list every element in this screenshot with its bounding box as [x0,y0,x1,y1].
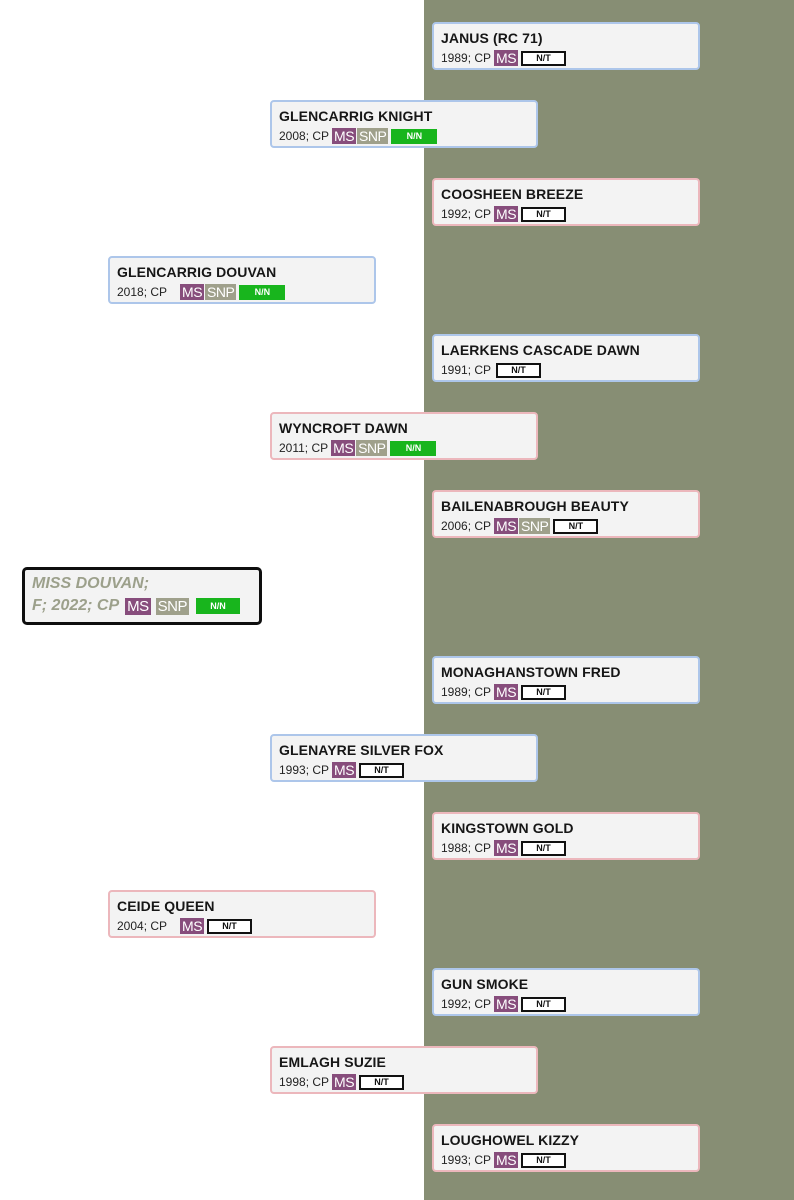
ms-badge: MS [494,996,519,1012]
test-result-tag: N/T [207,918,253,934]
horse-name: KINGSTOWN GOLD [441,820,574,836]
pedigree-card-bailenabrough-beauty[interactable]: BAILENABROUGH BEAUTY 2006; CP MS SNP N/T [432,490,700,538]
snp-badge: SNP [205,284,237,300]
test-result-tag: N/N [195,598,240,614]
ms-badge: MS [332,128,357,144]
test-result-tag: N/T [521,996,567,1012]
horse-year-breed: 1992; CP [441,997,492,1011]
horse-name: JANUS (RC 71) [441,30,543,46]
horse-year-breed: 1991; CP [441,363,492,377]
pedigree-card-gun-smoke[interactable]: GUN SMOKE 1992; CP MS N/T [432,968,700,1016]
snp-badge: SNP [356,440,388,456]
subject-details: F; 2022; CP [32,597,120,614]
test-result-tag: N/T [553,518,599,534]
test-result-tag: N/T [359,762,405,778]
horse-name: GLENAYRE SILVER FOX [279,742,444,758]
test-result-tag: N/T [521,684,567,700]
test-result-tag: N/N [391,128,438,144]
ms-badge: MS [331,440,356,456]
horse-name: COOSHEEN BREEZE [441,186,584,202]
subject-horse-card[interactable]: MISS DOUVAN; F; 2022; CP MS SNP N/N [22,567,262,625]
test-result-tag: N/T [521,206,567,222]
snp-badge: SNP [155,597,189,615]
pedigree-card-emlagh-suzie[interactable]: EMLAGH SUZIE 1998; CP MS N/T [270,1046,538,1094]
test-result-tag: N/N [390,440,437,456]
test-result-tag: N/T [521,50,567,66]
subject-name: MISS DOUVAN; [32,575,150,592]
pedigree-card-glenayre-silver-fox[interactable]: GLENAYRE SILVER FOX 1993; CP MS N/T [270,734,538,782]
horse-name: LOUGHOWEL KIZZY [441,1132,580,1148]
ms-badge: MS [494,50,519,66]
horse-name: EMLAGH SUZIE [279,1054,386,1070]
horse-year-breed: 1989; CP [441,51,492,65]
horse-year-breed: 1998; CP [279,1075,330,1089]
ms-badge: MS [494,518,519,534]
horse-name: MONAGHANSTOWN FRED [441,664,621,680]
ms-badge: MS [494,1152,519,1168]
horse-year-breed: 2008; CP [279,129,330,143]
test-result-tag: N/T [521,840,567,856]
pedigree-card-monaghanstown-fred[interactable]: MONAGHANSTOWN FRED 1989; CP MS N/T [432,656,700,704]
pedigree-card-glencarrig-douvan[interactable]: GLENCARRIG DOUVAN 2018; CP MS SNP N/N [108,256,376,304]
horse-name: WYNCROFT DAWN [279,420,408,436]
horse-name: GLENCARRIG KNIGHT [279,108,433,124]
ms-badge: MS [494,840,519,856]
pedigree-card-janus[interactable]: JANUS (RC 71) 1989; CP MS N/T [432,22,700,70]
pedigree-card-kingstown-gold[interactable]: KINGSTOWN GOLD 1988; CP MS N/T [432,812,700,860]
pedigree-card-coosheen-breeze[interactable]: COOSHEEN BREEZE 1992; CP MS N/T [432,178,700,226]
ms-badge: MS [180,284,205,300]
horse-name: GUN SMOKE [441,976,529,992]
horse-year-breed: 1993; CP [279,763,330,777]
horse-year-breed: 1988; CP [441,841,492,855]
ms-badge: MS [125,597,151,615]
pedigree-card-glencarrig-knight[interactable]: GLENCARRIG KNIGHT 2008; CP MS SNP N/N [270,100,538,148]
ms-badge: MS [494,206,519,222]
horse-year-breed: 1992; CP [441,207,492,221]
pedigree-card-loughowel-kizzy[interactable]: LOUGHOWEL KIZZY 1993; CP MS N/T [432,1124,700,1172]
horse-name: CEIDE QUEEN [117,898,215,914]
pedigree-card-ceide-queen[interactable]: CEIDE QUEEN 2004; CP MS N/T [108,890,376,938]
test-result-tag: N/T [359,1074,405,1090]
horse-name: LAERKENS CASCADE DAWN [441,342,640,358]
ms-badge: MS [180,918,205,934]
snp-badge: SNP [519,518,551,534]
pedigree-card-laerkens-cascade-dawn[interactable]: LAERKENS CASCADE DAWN 1991; CP N/T [432,334,700,382]
ms-badge: MS [332,1074,357,1090]
ms-badge: MS [332,762,357,778]
horse-year-breed: 2011; CP [279,441,329,455]
horse-name: GLENCARRIG DOUVAN [117,264,277,280]
test-result-tag: N/T [521,1152,567,1168]
horse-year-breed: 1989; CP [441,685,492,699]
horse-year-breed: 2018; CP [117,285,168,299]
horse-name: BAILENABROUGH BEAUTY [441,498,629,514]
horse-year-breed: 1993; CP [441,1153,492,1167]
pedigree-card-wyncroft-dawn[interactable]: WYNCROFT DAWN 2011; CP MS SNP N/N [270,412,538,460]
test-result-tag: N/T [496,362,542,378]
ms-badge: MS [494,684,519,700]
snp-badge: SNP [357,128,389,144]
horse-year-breed: 2006; CP [441,519,492,533]
horse-year-breed: 2004; CP [117,919,168,933]
test-result-tag: N/N [239,284,286,300]
